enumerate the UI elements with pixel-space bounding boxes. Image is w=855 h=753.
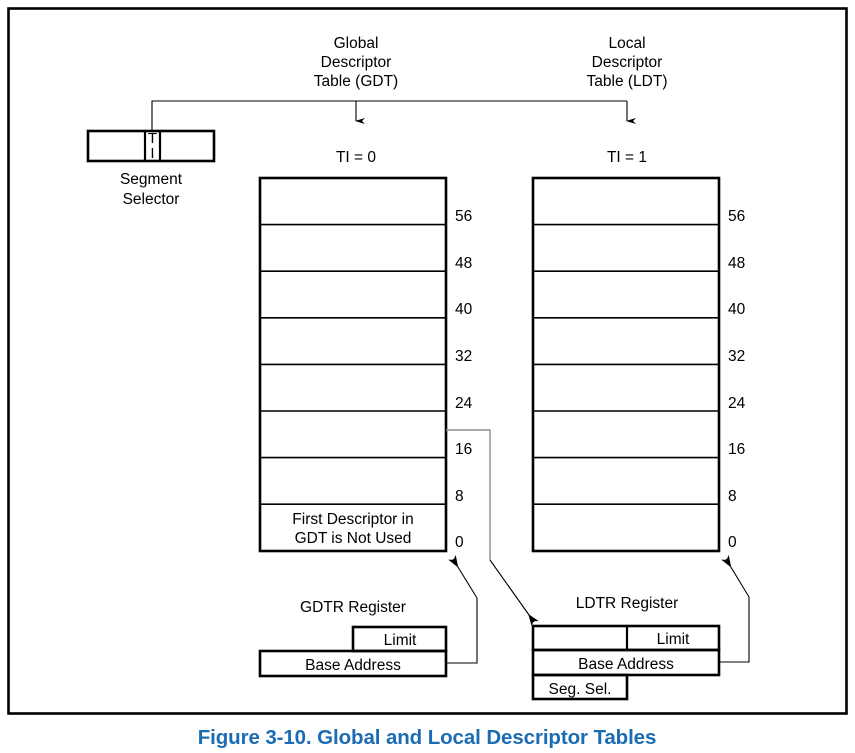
ldt-offset-56: 56 [728, 208, 745, 225]
gdt-offset-48: 48 [455, 255, 472, 272]
gdt-offset-56: 56 [455, 208, 472, 225]
gdt-offset-24: 24 [455, 395, 473, 412]
ti-bit-letter-i: I [150, 145, 154, 162]
gdt-offset-16: 16 [455, 441, 472, 458]
gdt-to-ldtr-callout [446, 429, 539, 627]
ldtr-limit-label: Limit [657, 631, 690, 648]
segment-selector-box [86, 129, 216, 163]
ldt-offset-16: 16 [728, 441, 745, 458]
gdt-offset-32: 32 [455, 348, 472, 365]
gdt-table [258, 176, 448, 553]
ldt-offset-48: 48 [728, 255, 745, 272]
gdt-first-descriptor-text-line-2: GDT is Not Used [295, 530, 412, 547]
gdt-offset-40: 40 [455, 301, 473, 318]
ldt-heading-line-1: Local [608, 35, 645, 52]
segment-selector-label-line-2: Selector [123, 191, 180, 208]
ldtr-seg-sel-label: Seg. Sel. [549, 681, 612, 698]
ldt-table [531, 176, 721, 553]
ti-flag-gdt-label: TI = 0 [336, 149, 376, 166]
ldt-offset-labels: 56 48 40 32 24 16 8 0 [728, 208, 746, 551]
ldtr-register-title: LDTR Register [576, 595, 679, 612]
ldtr-to-ldt-arrow [719, 555, 750, 663]
gdt-offset-8: 8 [455, 488, 464, 505]
gdt-heading-line-1: Global [334, 35, 379, 52]
ldt-offset-8: 8 [728, 488, 737, 505]
ldt-offset-0: 0 [728, 534, 737, 551]
gdt-heading-line-3: Table (GDT) [314, 73, 398, 90]
ldtr-base-address-label: Base Address [578, 656, 674, 673]
ldt-heading-line-3: Table (LDT) [587, 73, 668, 90]
segment-selector-label-line-1: Segment [120, 171, 183, 188]
gdtr-limit-label: Limit [384, 632, 417, 649]
figure-frame [7, 7, 848, 715]
ldt-heading-line-2: Descriptor [592, 54, 663, 71]
ldt-offset-40: 40 [728, 301, 746, 318]
ti-connector-bus [151, 100, 636, 131]
gdtr-register-title: GDTR Register [300, 599, 406, 616]
ti-flag-ldt-label: TI = 1 [607, 149, 647, 166]
gdtr-base-address-label: Base Address [305, 657, 401, 674]
gdt-first-descriptor-text-line-1: First Descriptor in [292, 511, 413, 528]
gdt-offset-0: 0 [455, 534, 464, 551]
ldt-offset-32: 32 [728, 348, 745, 365]
gdt-heading-line-2: Descriptor [321, 54, 392, 71]
gdt-offset-labels: 56 48 40 32 24 16 8 0 [455, 208, 473, 551]
ldt-offset-24: 24 [728, 395, 746, 412]
ldtr-register-box [531, 624, 721, 701]
gdtr-to-gdt-arrow [446, 554, 478, 664]
ti-bit-letter-t: T [148, 130, 157, 147]
